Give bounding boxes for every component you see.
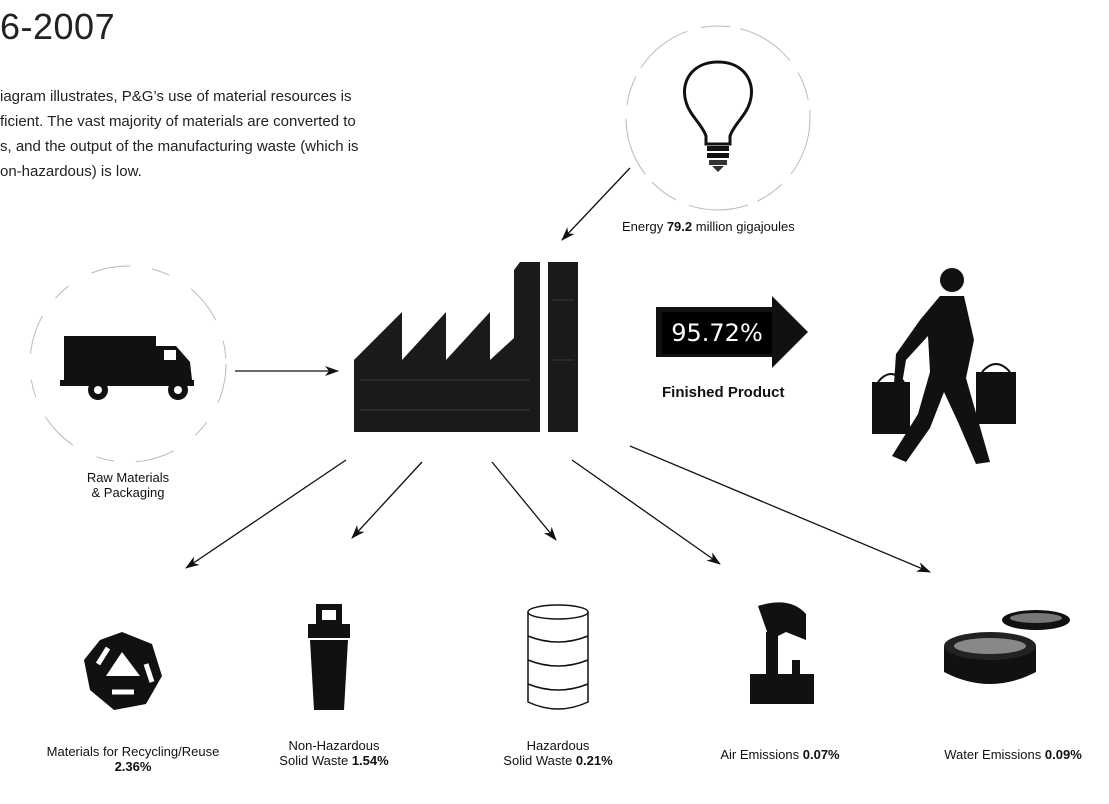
- output-label-text: Non-Hazardous: [288, 738, 380, 753]
- output-arrows: [185, 445, 931, 573]
- intro-paragraph: iagram illustrates, P&G’s use of materia…: [0, 84, 500, 184]
- output-value: 0.21%: [575, 753, 613, 768]
- output-label-text: Solid Waste: [279, 753, 349, 768]
- output-label-hazardous: Hazardous Solid Waste 0.21%: [488, 738, 628, 768]
- raw-materials-line: & Packaging: [91, 485, 165, 500]
- energy-label: Energy 79.2 million gigajoules: [622, 219, 795, 234]
- page-title: 6-2007: [0, 6, 116, 47]
- intro-line: iagram illustrates, P&G’s use of materia…: [0, 88, 352, 105]
- output-value: 1.54%: [351, 753, 389, 768]
- finished-product-percent: 95.72%: [662, 312, 772, 354]
- water-basin-icon: [944, 610, 1070, 684]
- energy-unit: million gigajoules: [695, 219, 795, 234]
- output-label-text: Materials for Recycling/Reuse: [46, 744, 220, 759]
- energy-arrow: [561, 167, 631, 241]
- energy-text: Energy: [622, 219, 664, 234]
- recycle-icon: [84, 632, 162, 710]
- finished-product-label: Finished Product: [662, 384, 785, 401]
- truck-icon: [29, 265, 227, 463]
- raw-materials-label: Raw Materials & Packaging: [58, 470, 198, 500]
- output-label-text: Solid Waste: [503, 753, 573, 768]
- intro-line: ficient. The vast majority of materials …: [0, 113, 356, 130]
- output-label-text: Water Emissions: [944, 747, 1042, 762]
- output-label-air: Air Emissions 0.07%: [700, 747, 860, 762]
- factory-icon: [354, 262, 578, 432]
- energy-value: 79.2: [666, 219, 693, 234]
- output-label-text: Air Emissions: [720, 747, 800, 762]
- raw-materials-line: Raw Materials: [86, 470, 170, 485]
- output-value: 0.07%: [802, 747, 840, 762]
- intro-line: s, and the output of the manufacturing w…: [0, 138, 359, 155]
- output-label-water: Water Emissions 0.09%: [928, 747, 1098, 762]
- output-value: 0.09%: [1044, 747, 1082, 762]
- barrel-icon: [527, 604, 589, 710]
- lightbulb-icon: [625, 25, 811, 211]
- output-value: 2.36%: [114, 759, 152, 774]
- trash-bin-icon: [308, 604, 350, 710]
- shopper-icon: [872, 268, 1016, 464]
- output-label-non-hazardous: Non-Hazardous Solid Waste 1.54%: [264, 738, 404, 768]
- intro-line: on-hazardous) is low.: [0, 163, 142, 180]
- output-label-recycling: Materials for Recycling/Reuse 2.36%: [28, 744, 238, 774]
- smokestack-icon: [750, 602, 814, 704]
- output-label-text: Hazardous: [526, 738, 590, 753]
